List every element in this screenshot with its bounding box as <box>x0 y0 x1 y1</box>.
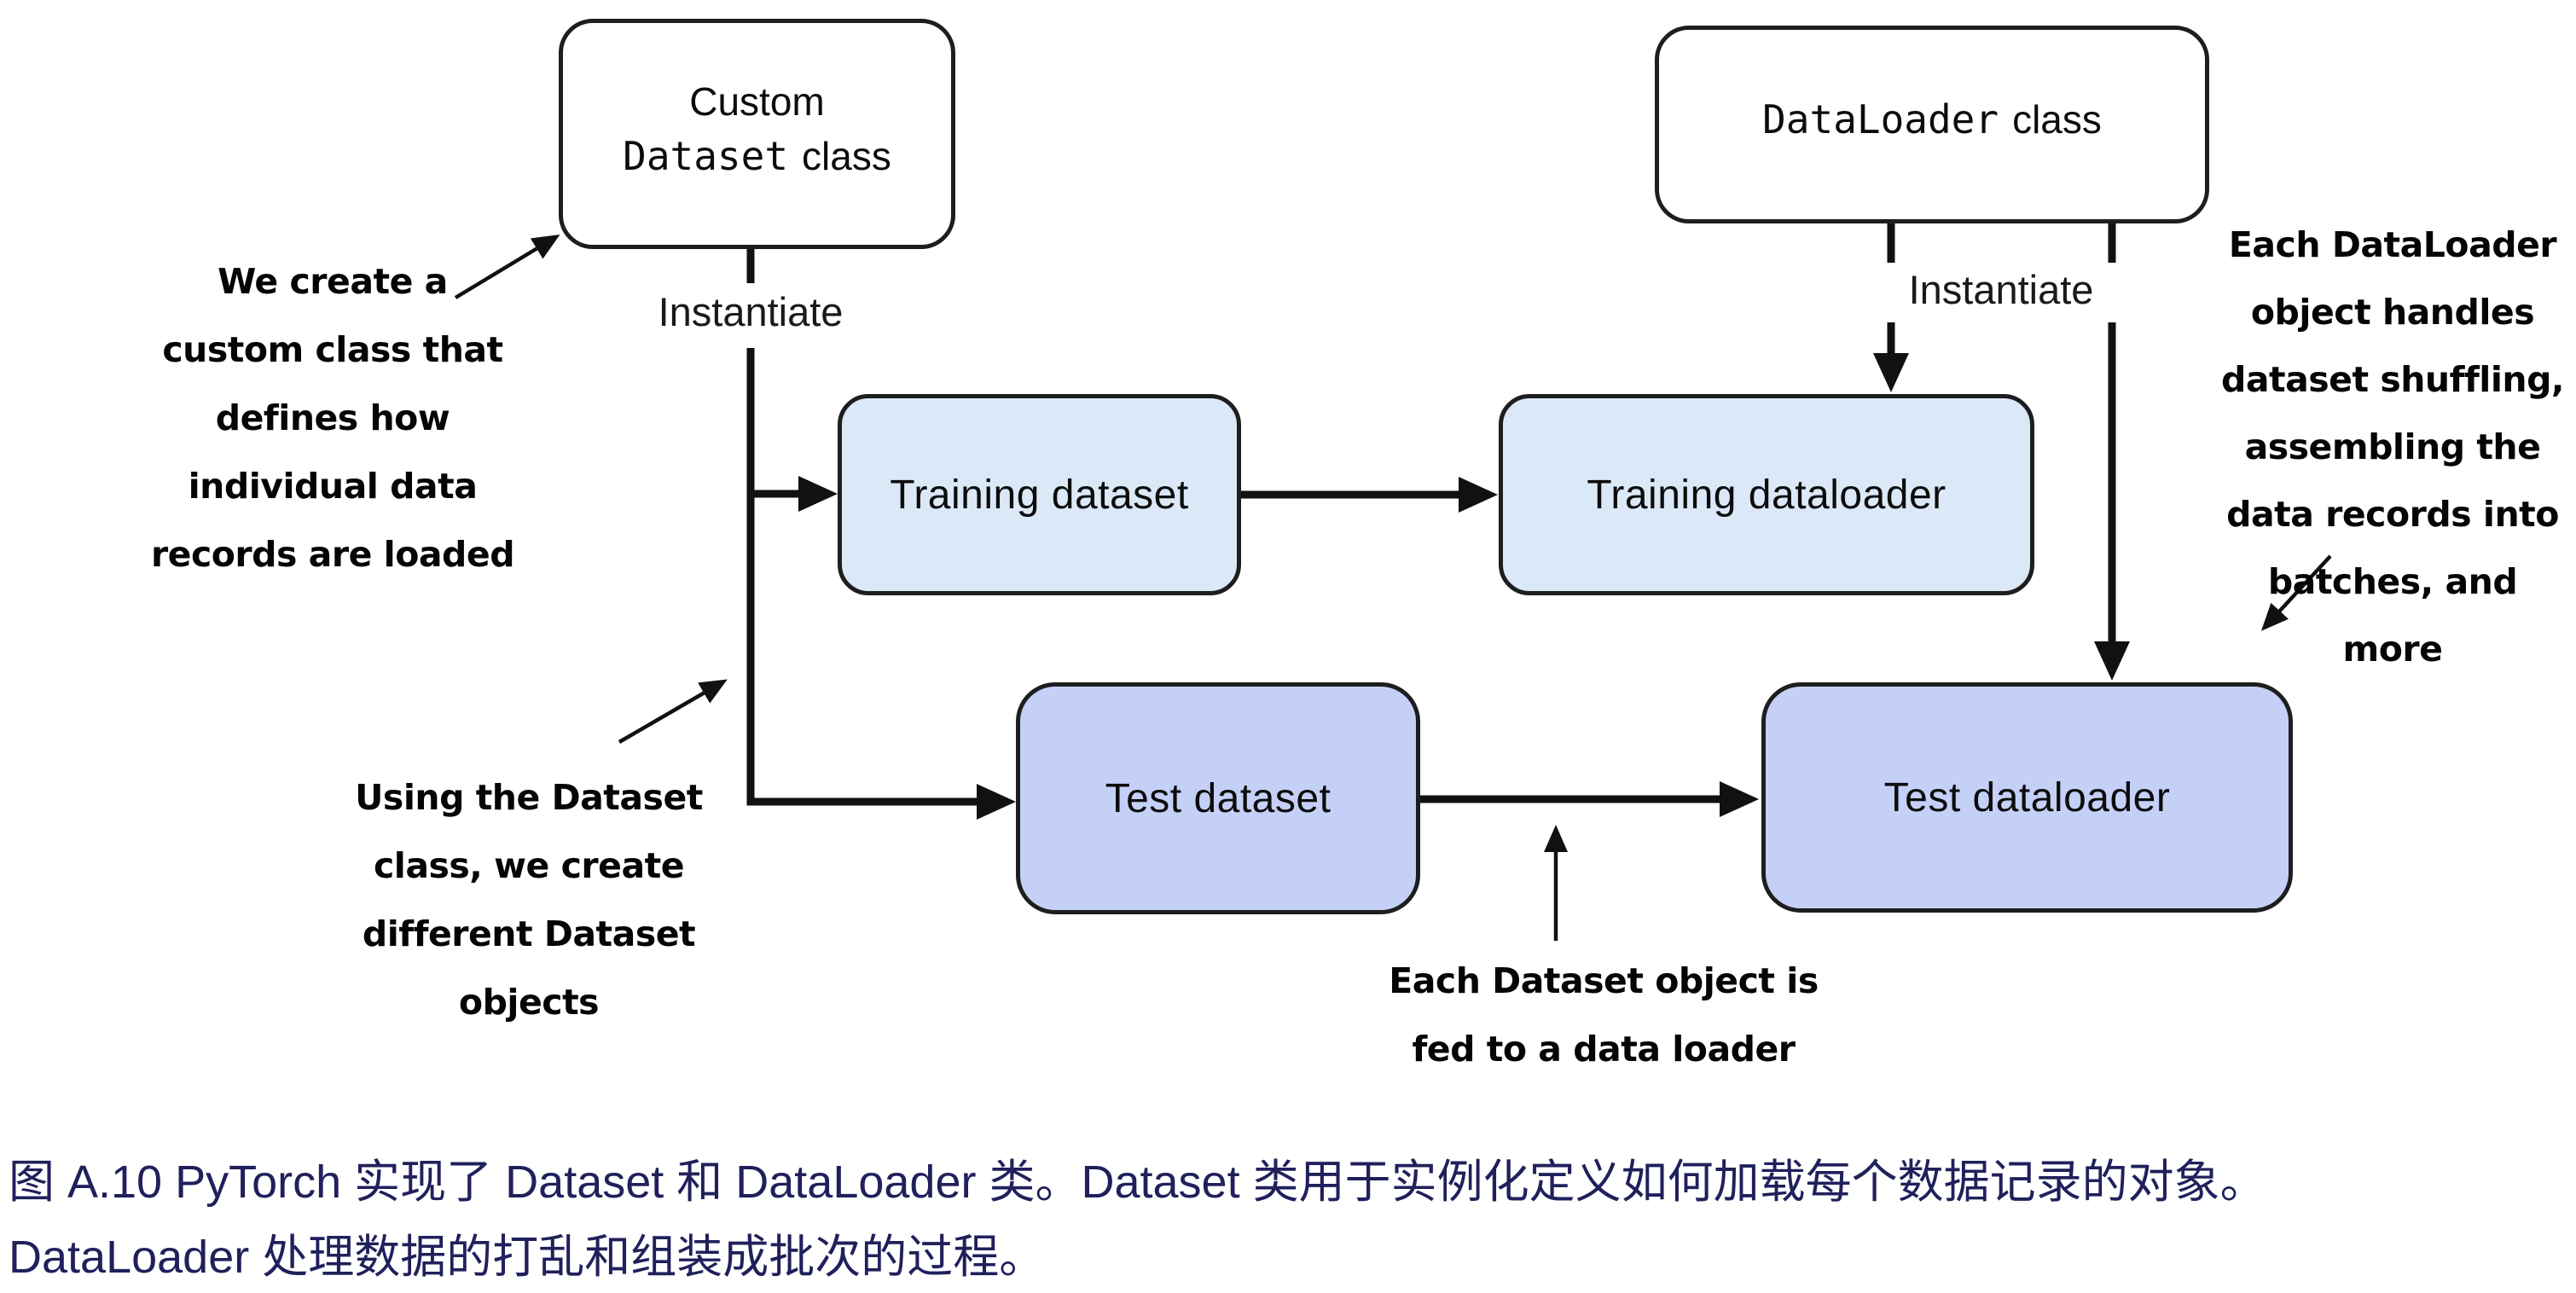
instantiate-label-right: Instantiate <box>1908 267 2094 312</box>
figure-caption-line2: DataLoader 处理数据的打乱和组装成批次的过程。 <box>9 1232 1046 1283</box>
test-dataset-box: Test dataset <box>1016 682 1420 914</box>
edge-instantiate-to-test-dataset-arrow <box>746 348 1016 820</box>
note-dataset-objects: Using the Dataset class, we create diffe… <box>355 777 703 1023</box>
test-dataset-label: Test dataset <box>1105 775 1332 821</box>
dataloader-class-box: DataLoader class <box>1655 26 2209 223</box>
custom-dataset-box-suffix: class <box>802 134 891 178</box>
custom-dataset-box-line1: Custom <box>689 79 825 124</box>
note-arrow-to-dataset-line <box>618 679 728 744</box>
training-dataloader-label: Training dataloader <box>1587 472 1947 518</box>
note-arrow-to-test-dataloader <box>2260 554 2332 631</box>
instantiate-label-left: Instantiate <box>658 289 844 334</box>
dataloader-box-suffix: class <box>2012 97 2102 142</box>
dataloader-box-code: DataLoader <box>1762 96 1999 142</box>
training-dataset-box: Training dataset <box>838 394 1241 595</box>
test-dataloader-label: Test dataloader <box>1883 774 2171 820</box>
note-arrow-to-custom-box <box>454 234 560 299</box>
note-fed-to-loader: Each Dataset object is fed to a data loa… <box>1389 960 1819 1070</box>
custom-dataset-box-code: Dataset <box>623 133 789 179</box>
figure-caption-line1: 图 A.10 PyTorch 实现了 Dataset 和 DataLoader … <box>9 1157 2266 1208</box>
note-custom-class: We create a custom class that defines ho… <box>150 261 515 575</box>
note-dataloader-handles: Each DataLoader object handles dataset s… <box>2220 224 2565 670</box>
figure-caption: 图 A.10 PyTorch 实现了 Dataset 和 DataLoader … <box>9 1145 2550 1293</box>
test-dataloader-box: Test dataloader <box>1761 682 2293 913</box>
training-dataloader-box: Training dataloader <box>1499 394 2034 595</box>
custom-dataset-class-box: Custom Dataset class <box>559 19 955 249</box>
diagram-edges <box>454 222 2332 941</box>
training-dataset-label: Training dataset <box>890 472 1189 518</box>
